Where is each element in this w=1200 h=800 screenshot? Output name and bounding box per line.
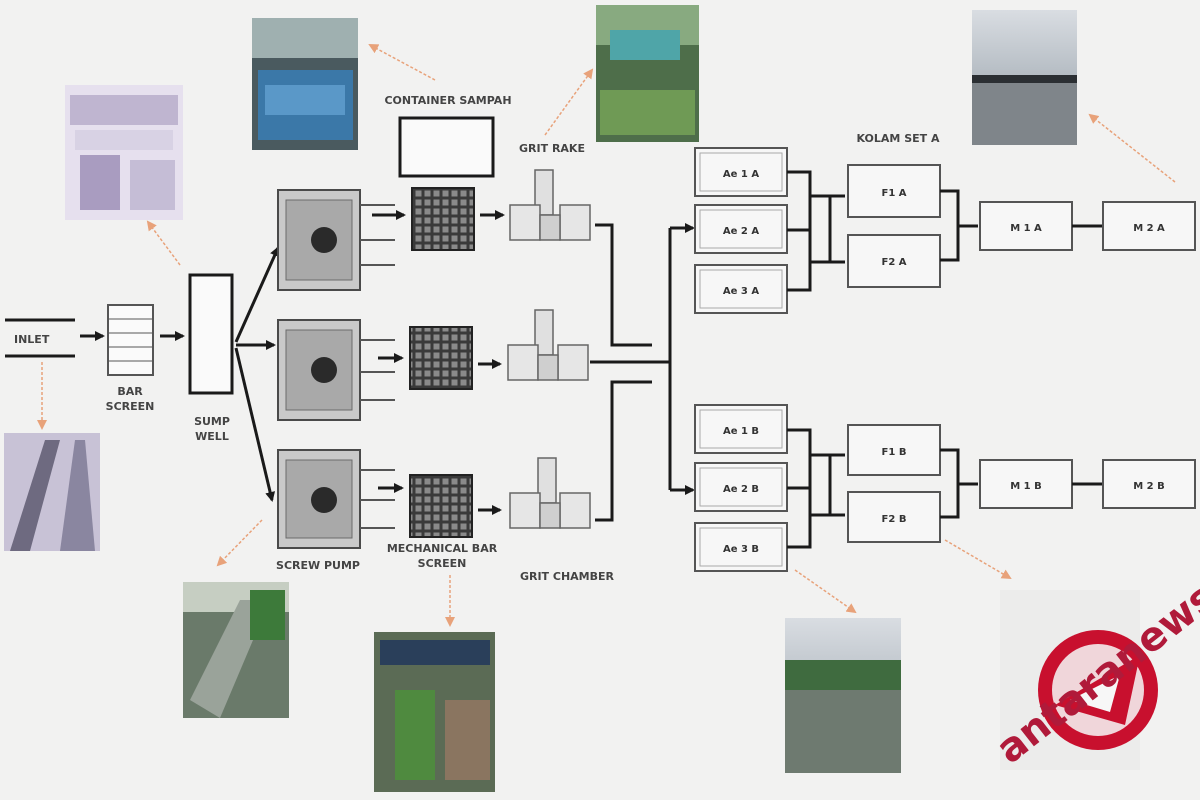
pond-label: M 2 B [1133,481,1165,492]
pond-label: Ae 1 B [723,426,759,437]
facultative-pond-f1a: F1 A [847,164,941,218]
sump-well: SUMP WELL [188,273,234,443]
photo-container-sampah [252,18,358,150]
maturation-pond-m2a: M 2 A [1102,201,1196,251]
maturation-pond-m1b: M 1 B [979,459,1073,509]
pond-label: M 2 A [1133,223,1165,234]
mechanical-bar-screen-3 [409,474,473,538]
mechanical-bar-screen-label-line2: SCREEN [418,557,467,570]
kolam-set-a-label: KOLAM SET A [857,132,940,145]
screw-pump-2 [277,319,395,421]
sump-well-label-line1: SUMP [194,415,230,428]
pond-label: F1 B [882,447,907,458]
pond-label: M 1 A [1010,223,1042,234]
aerated-pond-ae3a: Ae 3 A [694,264,788,314]
maturation-pond-m1a: M 1 A [979,201,1073,251]
callout-arrow [794,569,857,614]
pond-label: Ae 2 B [723,484,759,495]
pond-label: F1 A [881,188,906,199]
screw-pump-3 [277,449,395,549]
screw-pump-1 [277,189,395,291]
pond-label: Ae 3 B [723,544,759,555]
pond-label: Ae 1 A [723,169,759,180]
facultative-pond-f2a: F2 A [847,234,941,288]
callout-arrow [368,44,436,81]
pond-label: Ae 3 A [723,286,759,297]
callout-arrow [146,220,181,266]
facultative-pond-f2b: F2 B [847,491,941,543]
aerated-pond-ae2b: Ae 2 B [694,462,788,512]
inlet-label: INLET [14,333,50,346]
photo-bar-screen-building [65,85,183,220]
aerated-pond-ae1b: Ae 1 B [694,404,788,454]
mechanical-bar-screen-2 [409,326,473,390]
process-train-bottom [277,449,591,549]
sump-well-label-line2: WELL [195,430,229,443]
maturation-pond-m2b: M 2 B [1102,459,1196,509]
pond-set-b: Ae 1 B Ae 2 B Ae 3 B F1 B F2 B [694,404,1196,572]
facultative-pond-f1b: F1 B [847,424,941,476]
bar-screen-label-line1: BAR [117,385,143,398]
bar-screen-label-line2: SCREEN [106,400,155,413]
inlet: INLET [5,318,75,358]
photo-facultative-pond-b [785,618,901,773]
grit-chamber-3 [509,457,591,529]
callout-arrow [944,539,1012,580]
photo-grit-rake [596,5,699,142]
aerated-pond-ae2a: Ae 2 A [694,204,788,254]
photo-maturation-pond-a [972,10,1077,145]
grit-chamber-2 [507,309,589,381]
grit-rake-label: GRIT RAKE [519,142,585,155]
bar-screen: BAR SCREEN [106,304,155,413]
aerated-pond-ae1a: Ae 1 A [694,147,788,197]
callout-arrows [37,44,1176,627]
mechanical-bar-screen-1 [411,187,475,251]
pond-label: F2 B [882,514,907,525]
pond-set-a: Ae 1 A Ae 2 A Ae 3 A F1 A F2 A [694,147,1196,314]
pond-label: M 1 B [1010,481,1042,492]
photo-screw-pump [183,582,289,718]
pond-label: F2 A [881,257,906,268]
pond-label: Ae 2 A [723,226,759,237]
callout-arrow [1088,113,1176,183]
collector-piping [590,223,672,522]
container-sampah-label: CONTAINER SAMPAH [384,94,511,107]
container-sampah [398,116,495,178]
aerated-pond-ae3b: Ae 3 B [694,522,788,572]
grit-chamber-1 [509,169,591,241]
grit-chamber-label: GRIT CHAMBER [520,570,615,583]
photo-mechanical-bar-screen [374,632,495,792]
process-train-middle [277,309,589,421]
callout-arrow [216,519,263,567]
process-train-top [277,169,591,291]
screw-pump-label: SCREW PUMP [276,559,360,572]
photo-inlet-channel [4,433,100,551]
mechanical-bar-screen-label-line1: MECHANICAL BAR [387,542,498,555]
callout-arrow [544,68,594,136]
